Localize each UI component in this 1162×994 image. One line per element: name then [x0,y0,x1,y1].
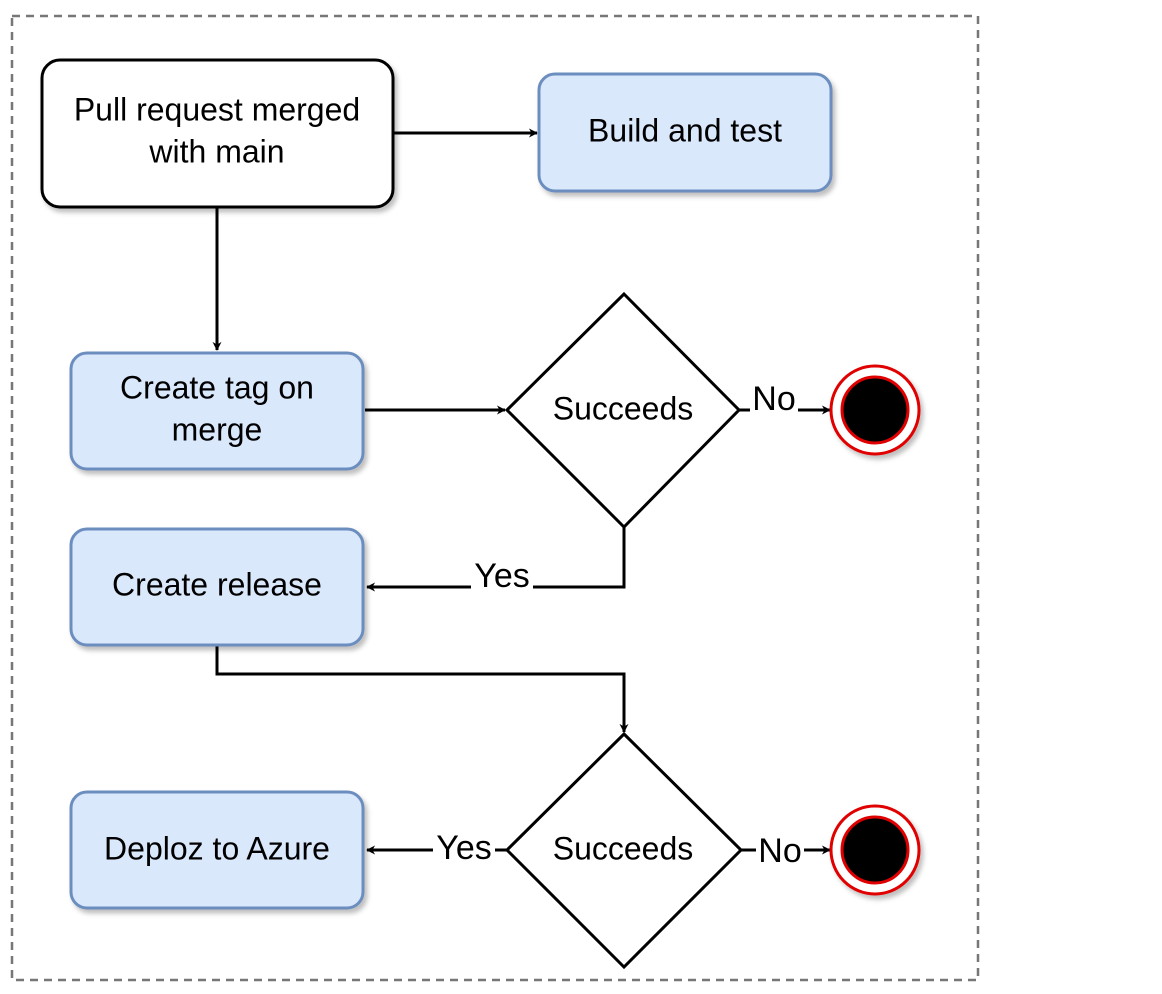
edge-decision1-yes [366,527,626,592]
node-label-line: Pull request merged [74,91,360,127]
node-deploy-azure-label: Deploz to Azure [104,830,330,866]
node-label-line: Deploz to Azure [104,830,330,866]
node-label-line: Create release [112,566,322,602]
node-pr-merged [40,58,395,209]
node-label-line: Build and test [588,112,782,148]
label-bg-yes-2 [433,833,495,867]
node-create-release-label: Create release [112,566,322,602]
node-deploy-azure [69,790,365,910]
node-pr-merged-label: Pull request merged with main [74,91,360,169]
node-create-tag [69,351,365,471]
edge-release-to-decision2 [215,645,629,733]
end-node-1 [829,364,921,456]
label-bg-yes-1 [471,561,533,595]
label-bg-no-2 [756,836,804,870]
decision-succeeds-2 [504,731,744,970]
edge-label-yes-2: Yes [436,829,491,867]
edge-label-yes-1: Yes [474,557,529,595]
node-label-line: with main [148,133,284,169]
end-node-2 [829,804,921,896]
node-create-release [69,527,365,647]
edges [212,128,831,855]
node-create-tag-label: Create tag on merge [120,369,314,447]
pipeline-container [10,14,980,982]
decision-succeeds-2-label: Succeeds [553,830,694,866]
node-build-test-label: Build and test [588,112,782,148]
node-label-line: merge [172,411,263,447]
edge-label-no-2: No [758,832,801,870]
node-label-line: Create tag on [120,369,314,405]
edge-label-no-1: No [752,380,795,418]
node-build-test [537,72,833,193]
decision-succeeds-1 [504,291,742,530]
label-bg-no-1 [750,384,798,418]
decision-succeeds-1-label: Succeeds [553,390,694,426]
